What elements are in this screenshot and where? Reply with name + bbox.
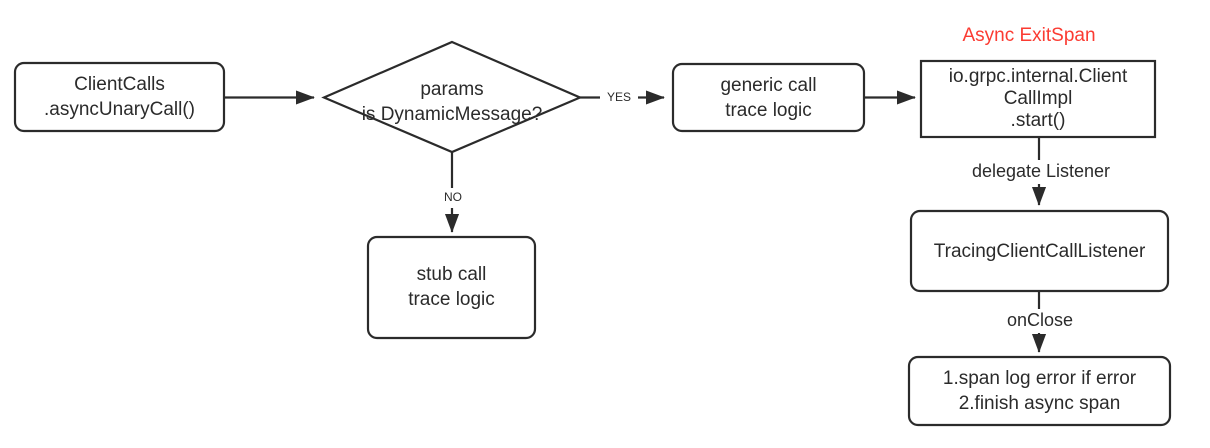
node-client-call-impl-start-line-2: CallImpl	[1004, 88, 1073, 109]
edge-label-no: NO	[444, 190, 462, 204]
node-client-call-impl-start-line-1: io.grpc.internal.Client	[949, 66, 1128, 87]
node-tracing-client-call-listener[interactable]: TracingClientCallListener	[909, 209, 1170, 293]
node-tracing-client-call-listener-line-1: TracingClientCallListener	[934, 241, 1146, 262]
node-client-calls-shape[interactable]	[13, 61, 226, 133]
annotation-async-exit-span: Async ExitSpan	[962, 25, 1095, 46]
node-generic-call-trace-logic[interactable]: generic call trace logic	[671, 62, 866, 133]
node-client-call-impl-start[interactable]: io.grpc.internal.Client CallImpl .start(…	[919, 59, 1157, 139]
node-client-calls[interactable]: ClientCalls .asyncUnaryCall()	[13, 61, 226, 133]
node-client-call-impl-start-line-3: .start()	[1011, 110, 1066, 131]
node-span-finish-line-1: 1.span log error if error	[943, 368, 1137, 389]
node-span-finish-shape[interactable]	[907, 355, 1172, 427]
node-params-decision-line-1: params	[420, 79, 483, 100]
edge-label-delegate-listener: delegate Listener	[972, 161, 1110, 181]
edge-label-yes: YES	[607, 90, 631, 104]
node-client-calls-line-1: ClientCalls	[74, 74, 165, 95]
node-params-decision-shape[interactable]	[321, 40, 583, 154]
edge-label-onclose: onClose	[1007, 310, 1073, 330]
node-span-finish[interactable]: 1.span log error if error 2.finish async…	[907, 355, 1172, 427]
edge-callimpl-to-listener: delegate Listener	[957, 137, 1125, 206]
node-generic-call-trace-logic-line-1: generic call	[720, 75, 816, 96]
node-params-decision[interactable]: params is DynamicMessage?	[321, 40, 583, 154]
node-client-calls-line-2: .asyncUnaryCall()	[44, 99, 195, 120]
node-stub-call-trace-logic-line-1: stub call	[417, 264, 487, 285]
edge-decision-no: NO	[437, 152, 469, 233]
edge-listener-to-span: onClose	[993, 291, 1087, 353]
node-generic-call-trace-logic-shape[interactable]	[671, 62, 866, 133]
node-tracing-client-call-listener-shape[interactable]	[909, 209, 1170, 293]
node-span-finish-line-2: 2.finish async span	[959, 393, 1121, 414]
node-stub-call-trace-logic[interactable]: stub call trace logic	[366, 235, 537, 340]
node-client-call-impl-start-shape[interactable]	[919, 59, 1157, 139]
node-params-decision-line-2: is DynamicMessage?	[362, 104, 543, 125]
node-generic-call-trace-logic-line-2: trace logic	[725, 100, 812, 121]
node-stub-call-trace-logic-line-2: trace logic	[408, 289, 495, 310]
node-stub-call-trace-logic-shape[interactable]	[366, 235, 537, 340]
edge-decision-yes: YES	[580, 87, 665, 108]
